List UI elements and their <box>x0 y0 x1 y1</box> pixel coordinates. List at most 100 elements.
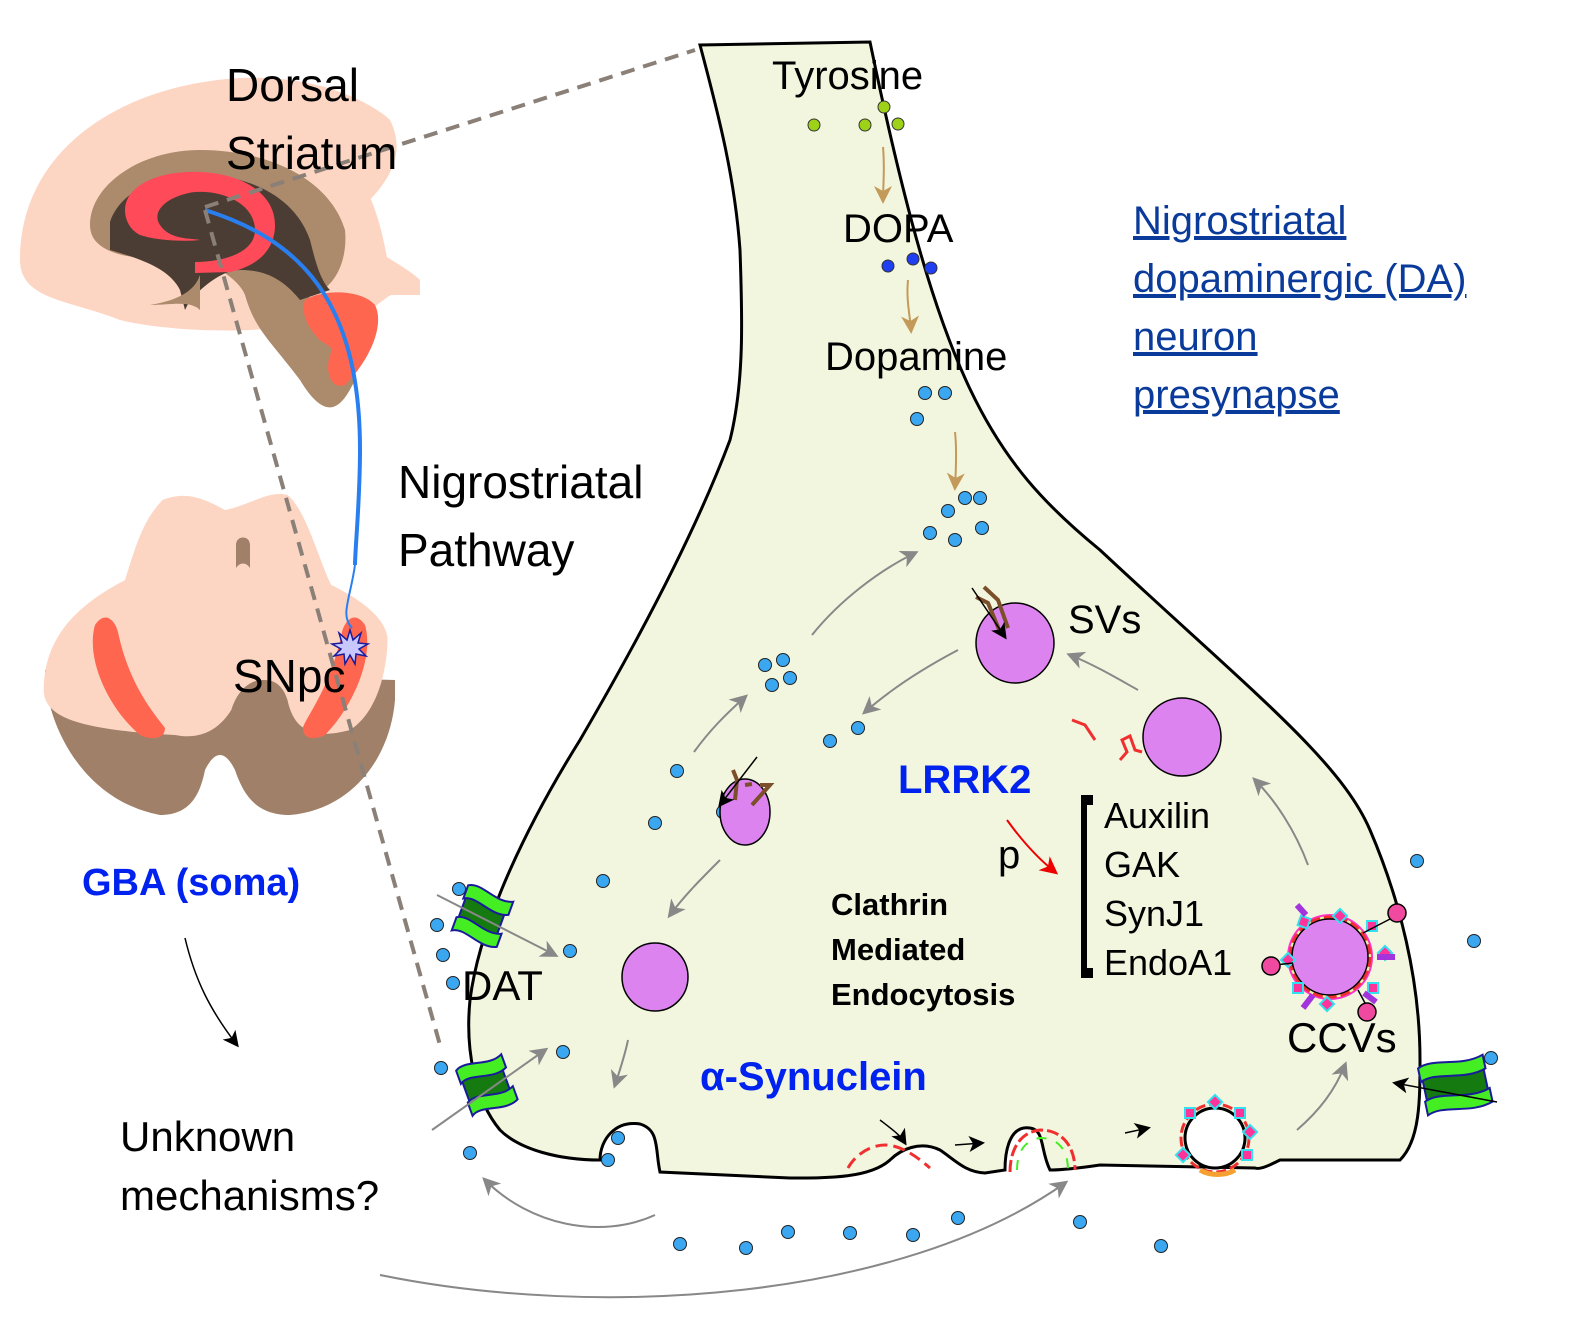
target-auxilin: Auxilin <box>1104 795 1210 836</box>
dorsal-striatum-label: Dorsal <box>226 59 359 111</box>
dopamine-dot <box>673 1237 687 1251</box>
dopamine-dot <box>958 491 972 505</box>
cerebellum <box>303 292 379 386</box>
zoom-guide-line-bottom <box>203 209 442 1046</box>
dopamine-dot <box>938 386 952 400</box>
dopamine-dot <box>563 944 577 958</box>
synaptic-vesicle-top <box>971 585 1055 684</box>
dopamine-dot <box>765 678 779 692</box>
cme-label-line2: Mediated <box>831 932 965 967</box>
dopamine-dot <box>1410 854 1424 868</box>
ccvs-label: CCVs <box>1287 1014 1397 1061</box>
cme-label-line1: Clathrin <box>831 887 948 922</box>
dopa-label: DOPA <box>843 207 954 251</box>
recycling-arrows <box>379 551 1349 1299</box>
dopamine-dot <box>611 1131 625 1145</box>
neuron-star-icon <box>329 627 371 667</box>
dopamine-dot <box>670 764 684 778</box>
dat-uptake-arrow-upper <box>436 894 559 957</box>
dopamine-dot <box>783 671 797 685</box>
dopamine-dot <box>1073 1215 1087 1229</box>
tyrosine-molecules <box>807 100 905 132</box>
dopamine-dot <box>434 1061 448 1075</box>
dopamine-dot <box>910 412 924 426</box>
corpus-callosum-lower <box>150 275 200 310</box>
zoom-guide-line-top <box>204 48 696 209</box>
dopamine-dot <box>781 1225 795 1239</box>
dat-uptake-arrow-lower <box>431 1047 549 1131</box>
gba-arrow <box>184 937 239 1048</box>
pathway-label-line2: Pathway <box>398 524 574 576</box>
tyrosine-dot <box>877 100 891 114</box>
synaptic-vesicle-low <box>621 942 689 1012</box>
target-gak: GAK <box>1104 844 1180 885</box>
dat-label: DAT <box>462 962 543 1009</box>
clathrin-coated-vesicle <box>1261 902 1407 1022</box>
dopamine-dot <box>923 526 937 540</box>
lrrk2-phosphorylation-arrow <box>1006 819 1059 875</box>
dopa-dot <box>881 259 895 273</box>
dopamine-dot <box>452 882 466 896</box>
dopa-dot <box>906 252 920 266</box>
phosphorylation-label: p <box>998 833 1020 877</box>
dopamine-dot <box>446 976 460 990</box>
endocytosis-stages <box>846 1093 1259 1177</box>
dopamine-dot <box>430 918 444 932</box>
dopamine-dot <box>601 1153 615 1167</box>
dopamine-dot <box>843 1226 857 1240</box>
dopamine-dot <box>739 1241 753 1255</box>
neuron-title-link-line1[interactable]: Nigrostriatal <box>1133 199 1346 243</box>
dopa-dot <box>924 261 938 275</box>
lrrk2-label: LRRK2 <box>898 758 1031 802</box>
target-bracket <box>1081 795 1093 978</box>
dopamine-dot <box>1484 1051 1498 1065</box>
unknown-mechanisms-label-line2: mechanisms? <box>120 1172 379 1219</box>
dopamine-label: Dopamine <box>825 335 1007 379</box>
dopamine-dot <box>975 521 989 535</box>
tyrosine-dot <box>891 117 905 131</box>
neuron-title-link-line2[interactable]: dopaminergic (DA) <box>1133 257 1466 301</box>
dopamine-dot <box>1154 1239 1168 1253</box>
neuron-title-link-line3[interactable]: neuron <box>1133 315 1258 359</box>
dopamine-dot <box>941 504 955 518</box>
dopamine-dot <box>951 1211 965 1225</box>
target-synj1: SynJ1 <box>1104 893 1204 934</box>
presynapse-terminal <box>467 40 1422 1180</box>
dat-transporter-lower <box>454 1052 519 1118</box>
dopamine-dot <box>596 874 610 888</box>
dopamine-dot <box>556 1045 570 1059</box>
synthesis-arrow-3 <box>946 431 965 491</box>
dat-uptake-arrow-right <box>1392 1077 1498 1103</box>
dopamine-dot <box>758 658 772 672</box>
dopamine-dot <box>948 533 962 547</box>
dopamine-dot <box>851 721 865 735</box>
unknown-mechanisms-label: Unknown <box>120 1113 295 1160</box>
tyrosine-dot <box>858 118 872 132</box>
synuclein-label: α-Synuclein <box>700 1055 927 1099</box>
aqueduct <box>236 537 250 568</box>
dopamine-dot <box>463 1146 477 1160</box>
dopamine-dot <box>918 386 932 400</box>
dopa-molecules <box>881 252 938 275</box>
dopamine-dot <box>823 734 837 748</box>
dat-transporter-right <box>1416 1053 1494 1118</box>
dopamine-dot <box>648 816 662 830</box>
pathway-label: Nigrostriatal <box>398 456 643 508</box>
synaptic-vesicle-mid <box>718 756 775 846</box>
uncoated-vesicle <box>1071 697 1222 777</box>
cme-label-line3: Endocytosis <box>831 977 1015 1012</box>
ventricle <box>110 174 330 310</box>
tyrosine-label: Tyrosine <box>772 54 923 98</box>
dopamine-dot <box>973 491 987 505</box>
target-endoa1: EndoA1 <box>1104 942 1232 983</box>
snpc-label: SNpc <box>233 650 345 702</box>
neuron-title-link-line4[interactable]: presynapse <box>1133 373 1340 417</box>
svs-label: SVs <box>1068 598 1141 642</box>
dorsal-striatum-label-line2: Striatum <box>226 127 397 179</box>
synthesis-arrow-2 <box>901 279 920 334</box>
midbrain-section <box>43 493 395 815</box>
nigrostriatal-pathway-line <box>204 208 363 566</box>
synthesis-arrow-1 <box>874 146 893 204</box>
dopamine-dot <box>776 653 790 667</box>
